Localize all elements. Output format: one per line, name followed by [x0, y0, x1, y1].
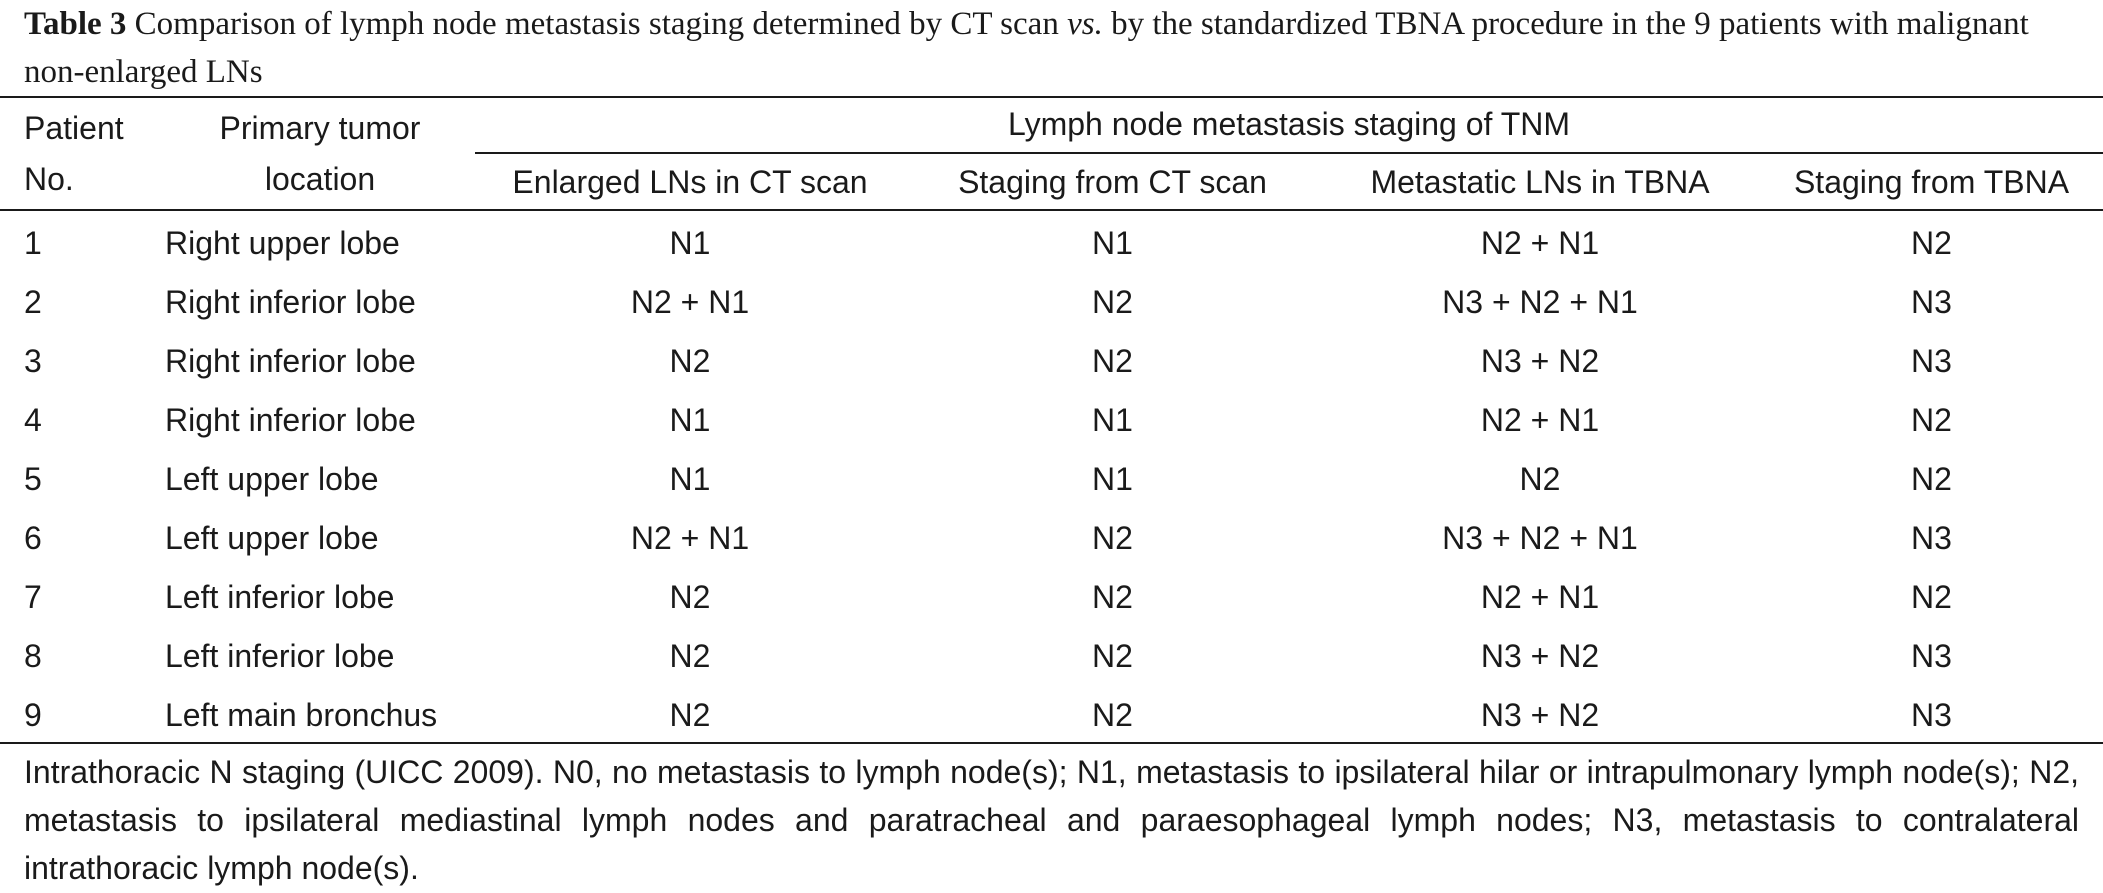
table-caption: Table 3 Comparison of lymph node metasta…	[24, 0, 2094, 96]
cell-location: Left inferior lobe	[165, 638, 395, 674]
cell-metastatic-tbna: N3 + N2	[1480, 343, 1600, 379]
cell-enlarged-ct: N2 + N1	[630, 284, 750, 320]
cell-staging-tbna: N2	[1911, 225, 1952, 261]
cell-metastatic-tbna: N3 + N2	[1480, 697, 1600, 733]
cell-enlarged-ct: N1	[669, 461, 711, 497]
table-top-rule	[0, 96, 2103, 98]
cell-staging-tbna: N3	[1911, 284, 1952, 320]
header-bottom-rule	[0, 209, 2103, 211]
cell-patient-no: 4	[24, 402, 42, 438]
cell-location: Right upper lobe	[165, 225, 400, 261]
cell-staging-ct: N1	[1092, 461, 1133, 497]
table-row: 4 Right inferior lobe N1 N1 N2 + N1 N2	[0, 400, 2103, 440]
cell-patient-no: 5	[24, 461, 42, 497]
cell-staging-ct: N2	[1092, 697, 1133, 733]
table-row: 9 Left main bronchus N2 N2 N3 + N2 N3	[0, 695, 2103, 735]
table-row: 6 Left upper lobe N2 + N1 N2 N3 + N2 + N…	[0, 518, 2103, 558]
cell-metastatic-tbna: N3 + N2 + N1	[1442, 520, 1638, 556]
header-group-title: Lymph node metastasis staging of TNM	[1007, 106, 1571, 142]
table-row: 3 Right inferior lobe N2 N2 N3 + N2 N3	[0, 341, 2103, 381]
table-row: 7 Left inferior lobe N2 N2 N2 + N1 N2	[0, 577, 2103, 617]
cell-location: Left inferior lobe	[165, 579, 395, 615]
cell-patient-no: 9	[24, 697, 42, 733]
cell-location: Right inferior lobe	[165, 343, 416, 379]
cell-staging-ct: N2	[1092, 284, 1133, 320]
header-location-line2: location	[264, 161, 376, 197]
table-row: 1 Right upper lobe N1 N1 N2 + N1 N2	[0, 223, 2103, 263]
header-group-rule	[475, 152, 2103, 154]
cell-location: Right inferior lobe	[165, 284, 416, 320]
cell-patient-no: 7	[24, 579, 42, 615]
cell-enlarged-ct: N1	[669, 225, 711, 261]
cell-staging-ct: N2	[1092, 579, 1133, 615]
cell-staging-ct: N2	[1092, 343, 1133, 379]
cell-location: Right inferior lobe	[165, 402, 416, 438]
header-location-line1: Primary tumor	[219, 110, 421, 146]
cell-patient-no: 3	[24, 343, 42, 379]
header-patient-no-line1: Patient	[24, 110, 124, 146]
cell-staging-ct: N2	[1092, 520, 1133, 556]
cell-enlarged-ct: N2	[669, 697, 711, 733]
cell-staging-ct: N1	[1092, 225, 1133, 261]
caption-text-after: by the standardized TBNA procedure in th…	[24, 6, 2029, 90]
cell-metastatic-tbna: N3 + N2	[1480, 638, 1600, 674]
cell-patient-no: 6	[24, 520, 42, 556]
cell-staging-ct: N2	[1092, 638, 1133, 674]
cell-staging-tbna: N3	[1911, 520, 1952, 556]
cell-patient-no: 8	[24, 638, 42, 674]
cell-metastatic-tbna: N3 + N2 + N1	[1442, 284, 1638, 320]
cell-enlarged-ct: N2	[669, 638, 711, 674]
cell-staging-tbna: N2	[1911, 579, 1952, 615]
cell-location: Left main bronchus	[165, 697, 438, 733]
cell-enlarged-ct: N2 + N1	[630, 520, 750, 556]
cell-enlarged-ct: N2	[669, 579, 711, 615]
cell-metastatic-tbna: N2	[1519, 461, 1561, 497]
cell-staging-ct: N1	[1092, 402, 1133, 438]
header-metastatic-tbna: Metastatic LNs in TBNA	[1370, 164, 1710, 200]
cell-staging-tbna: N3	[1911, 343, 1952, 379]
cell-metastatic-tbna: N2 + N1	[1480, 402, 1600, 438]
header-staging-ct: Staging from CT scan	[958, 164, 1267, 200]
caption-italic: vs.	[1067, 6, 1103, 42]
cell-staging-tbna: N2	[1911, 402, 1952, 438]
cell-staging-tbna: N2	[1911, 461, 1952, 497]
table-row: 5 Left upper lobe N1 N1 N2 N2	[0, 459, 2103, 499]
header-staging-tbna: Staging from TBNA	[1793, 164, 2070, 200]
cell-location: Left upper lobe	[165, 520, 379, 556]
cell-staging-tbna: N3	[1911, 697, 1952, 733]
cell-enlarged-ct: N2	[669, 343, 711, 379]
table-label: Table 3	[24, 6, 127, 42]
table-footnote: Intrathoracic N staging (UICC 2009). N0,…	[24, 754, 2079, 886]
cell-staging-tbna: N3	[1911, 638, 1952, 674]
caption-text-before: Comparison of lymph node metastasis stag…	[134, 6, 1059, 42]
cell-enlarged-ct: N1	[669, 402, 711, 438]
cell-metastatic-tbna: N2 + N1	[1480, 225, 1600, 261]
cell-location: Left upper lobe	[165, 461, 379, 497]
cell-patient-no: 2	[24, 284, 42, 320]
cell-metastatic-tbna: N2 + N1	[1480, 579, 1600, 615]
table-row: 2 Right inferior lobe N2 + N1 N2 N3 + N2…	[0, 282, 2103, 322]
table-row: 8 Left inferior lobe N2 N2 N3 + N2 N3	[0, 636, 2103, 676]
cell-patient-no: 1	[24, 225, 42, 261]
table-bottom-rule	[0, 742, 2103, 744]
header-enlarged-ct: Enlarged LNs in CT scan	[512, 164, 868, 200]
header-patient-no-line2: No.	[24, 161, 74, 197]
